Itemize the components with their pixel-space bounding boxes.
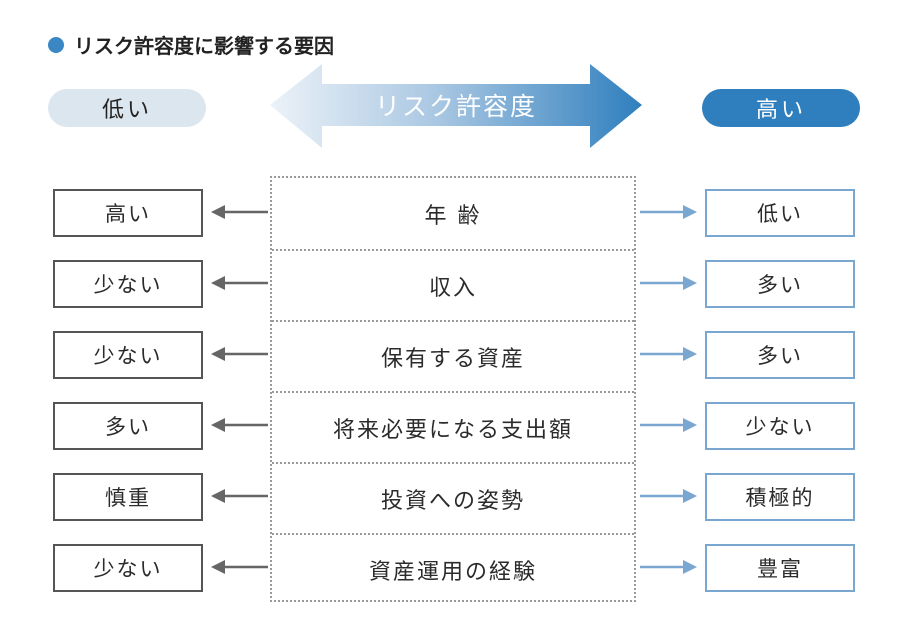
high-tolerance-box: 豊富 — [705, 544, 855, 592]
low-tolerance-box: 少ない — [53, 260, 203, 308]
right-arrow-icon — [640, 276, 697, 290]
factor-row: 収入 — [272, 249, 634, 320]
low-tolerance-box: 多い — [53, 402, 203, 450]
factor-row: 投資への姿勢 — [272, 462, 634, 533]
bullet-dot-icon — [48, 36, 64, 53]
right-arrow-icon — [640, 489, 697, 503]
low-tolerance-box: 慎重 — [53, 473, 203, 521]
high-tolerance-box: 多い — [705, 331, 855, 379]
factor-row: 年 齢 — [424, 203, 482, 229]
risk-tolerance-label: リスク許容度 — [374, 92, 537, 121]
left-arrow-icon — [211, 205, 268, 219]
factor-row: 保有する資産 — [272, 320, 634, 391]
high-tolerance-box: 少ない — [705, 402, 855, 450]
low-tolerance-box: 少ない — [53, 331, 203, 379]
high-tolerance-box: 多い — [705, 260, 855, 308]
right-arrow-icon — [640, 205, 697, 219]
left-arrow-icon — [211, 418, 268, 432]
low-tolerance-box: 少ない — [53, 544, 203, 592]
left-arrow-icon — [211, 347, 268, 361]
factor-row: 資産運用の経験 — [272, 533, 634, 604]
left-arrow-icon — [211, 560, 268, 574]
high-label-pill: 高い — [702, 89, 860, 127]
double-arrow-icon — [270, 64, 642, 148]
high-tolerance-box: 低い — [705, 189, 855, 237]
factors-box: 年 齢 収入 保有する資産 将来必要になる支出額 投資への姿勢 資産運用の経験 — [270, 176, 636, 602]
right-arrow-icon — [640, 347, 697, 361]
low-tolerance-box: 高い — [53, 189, 203, 237]
left-arrow-icon — [211, 489, 268, 503]
high-tolerance-box: 積極的 — [705, 473, 855, 521]
left-arrow-icon — [211, 276, 268, 290]
factor-row: 将来必要になる支出額 — [272, 391, 634, 462]
diagram-title: リスク許容度に影響する要因 — [48, 30, 334, 59]
right-arrow-icon — [640, 418, 697, 432]
low-label-pill: 低い — [48, 89, 206, 127]
title-text: リスク許容度に影響する要因 — [74, 34, 334, 58]
right-arrow-icon — [640, 560, 697, 574]
